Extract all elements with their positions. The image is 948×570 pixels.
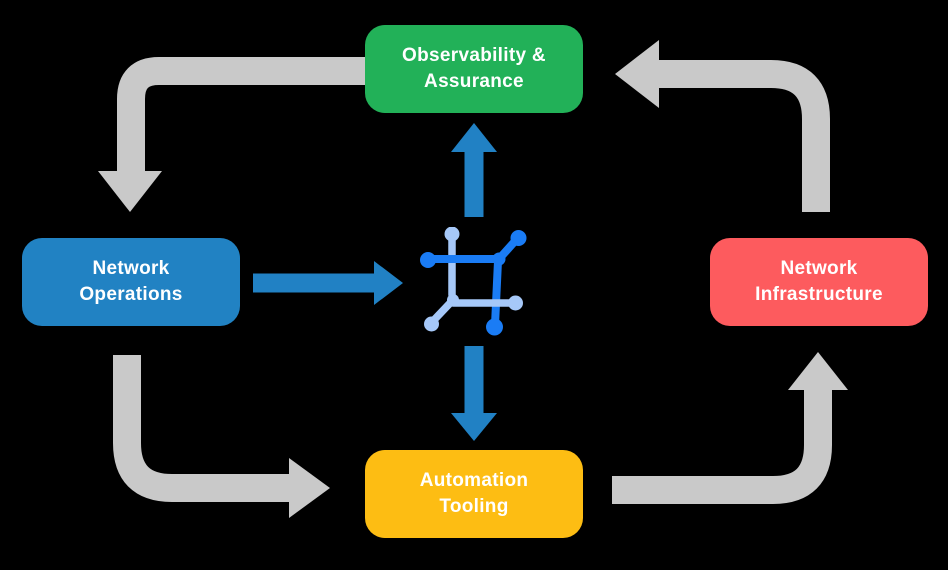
arrow-platform-to-observability xyxy=(451,123,497,217)
arrowhead-right-icon xyxy=(289,458,330,518)
arrow-observability-to-operations xyxy=(98,57,365,212)
icon-light-branch xyxy=(424,227,460,332)
arrow-platform-to-automation xyxy=(451,346,497,441)
arrowhead-up-icon xyxy=(788,352,848,390)
arrowhead-down-icon xyxy=(98,171,162,212)
icon-dark-branch xyxy=(420,230,527,336)
arrow-operations-to-platform xyxy=(253,261,403,305)
network-platform-icon xyxy=(420,227,527,336)
arrowhead-right-icon xyxy=(374,261,403,305)
node-label: Automation Tooling xyxy=(419,469,529,517)
node-label: Network Infrastructure xyxy=(755,257,883,305)
arrow-infrastructure-to-observability xyxy=(615,40,830,212)
node-network-infrastructure: Network Infrastructure xyxy=(710,238,928,326)
arrow-automation-to-infrastructure xyxy=(612,352,848,504)
node-label: Network Operations xyxy=(79,257,183,305)
arrowhead-up-icon xyxy=(451,123,497,152)
icon-light-bottom-branch xyxy=(449,295,523,311)
node-automation-tooling: Automation Tooling xyxy=(365,450,583,538)
node-observability-assurance: Observability & Assurance xyxy=(365,25,583,113)
node-label: Observability & Assurance xyxy=(402,44,546,92)
arrow-operations-to-automation xyxy=(113,355,330,518)
arrowhead-left-icon xyxy=(615,40,659,108)
node-network-operations: Network Operations xyxy=(22,238,240,326)
arrowhead-down-icon xyxy=(451,413,497,441)
